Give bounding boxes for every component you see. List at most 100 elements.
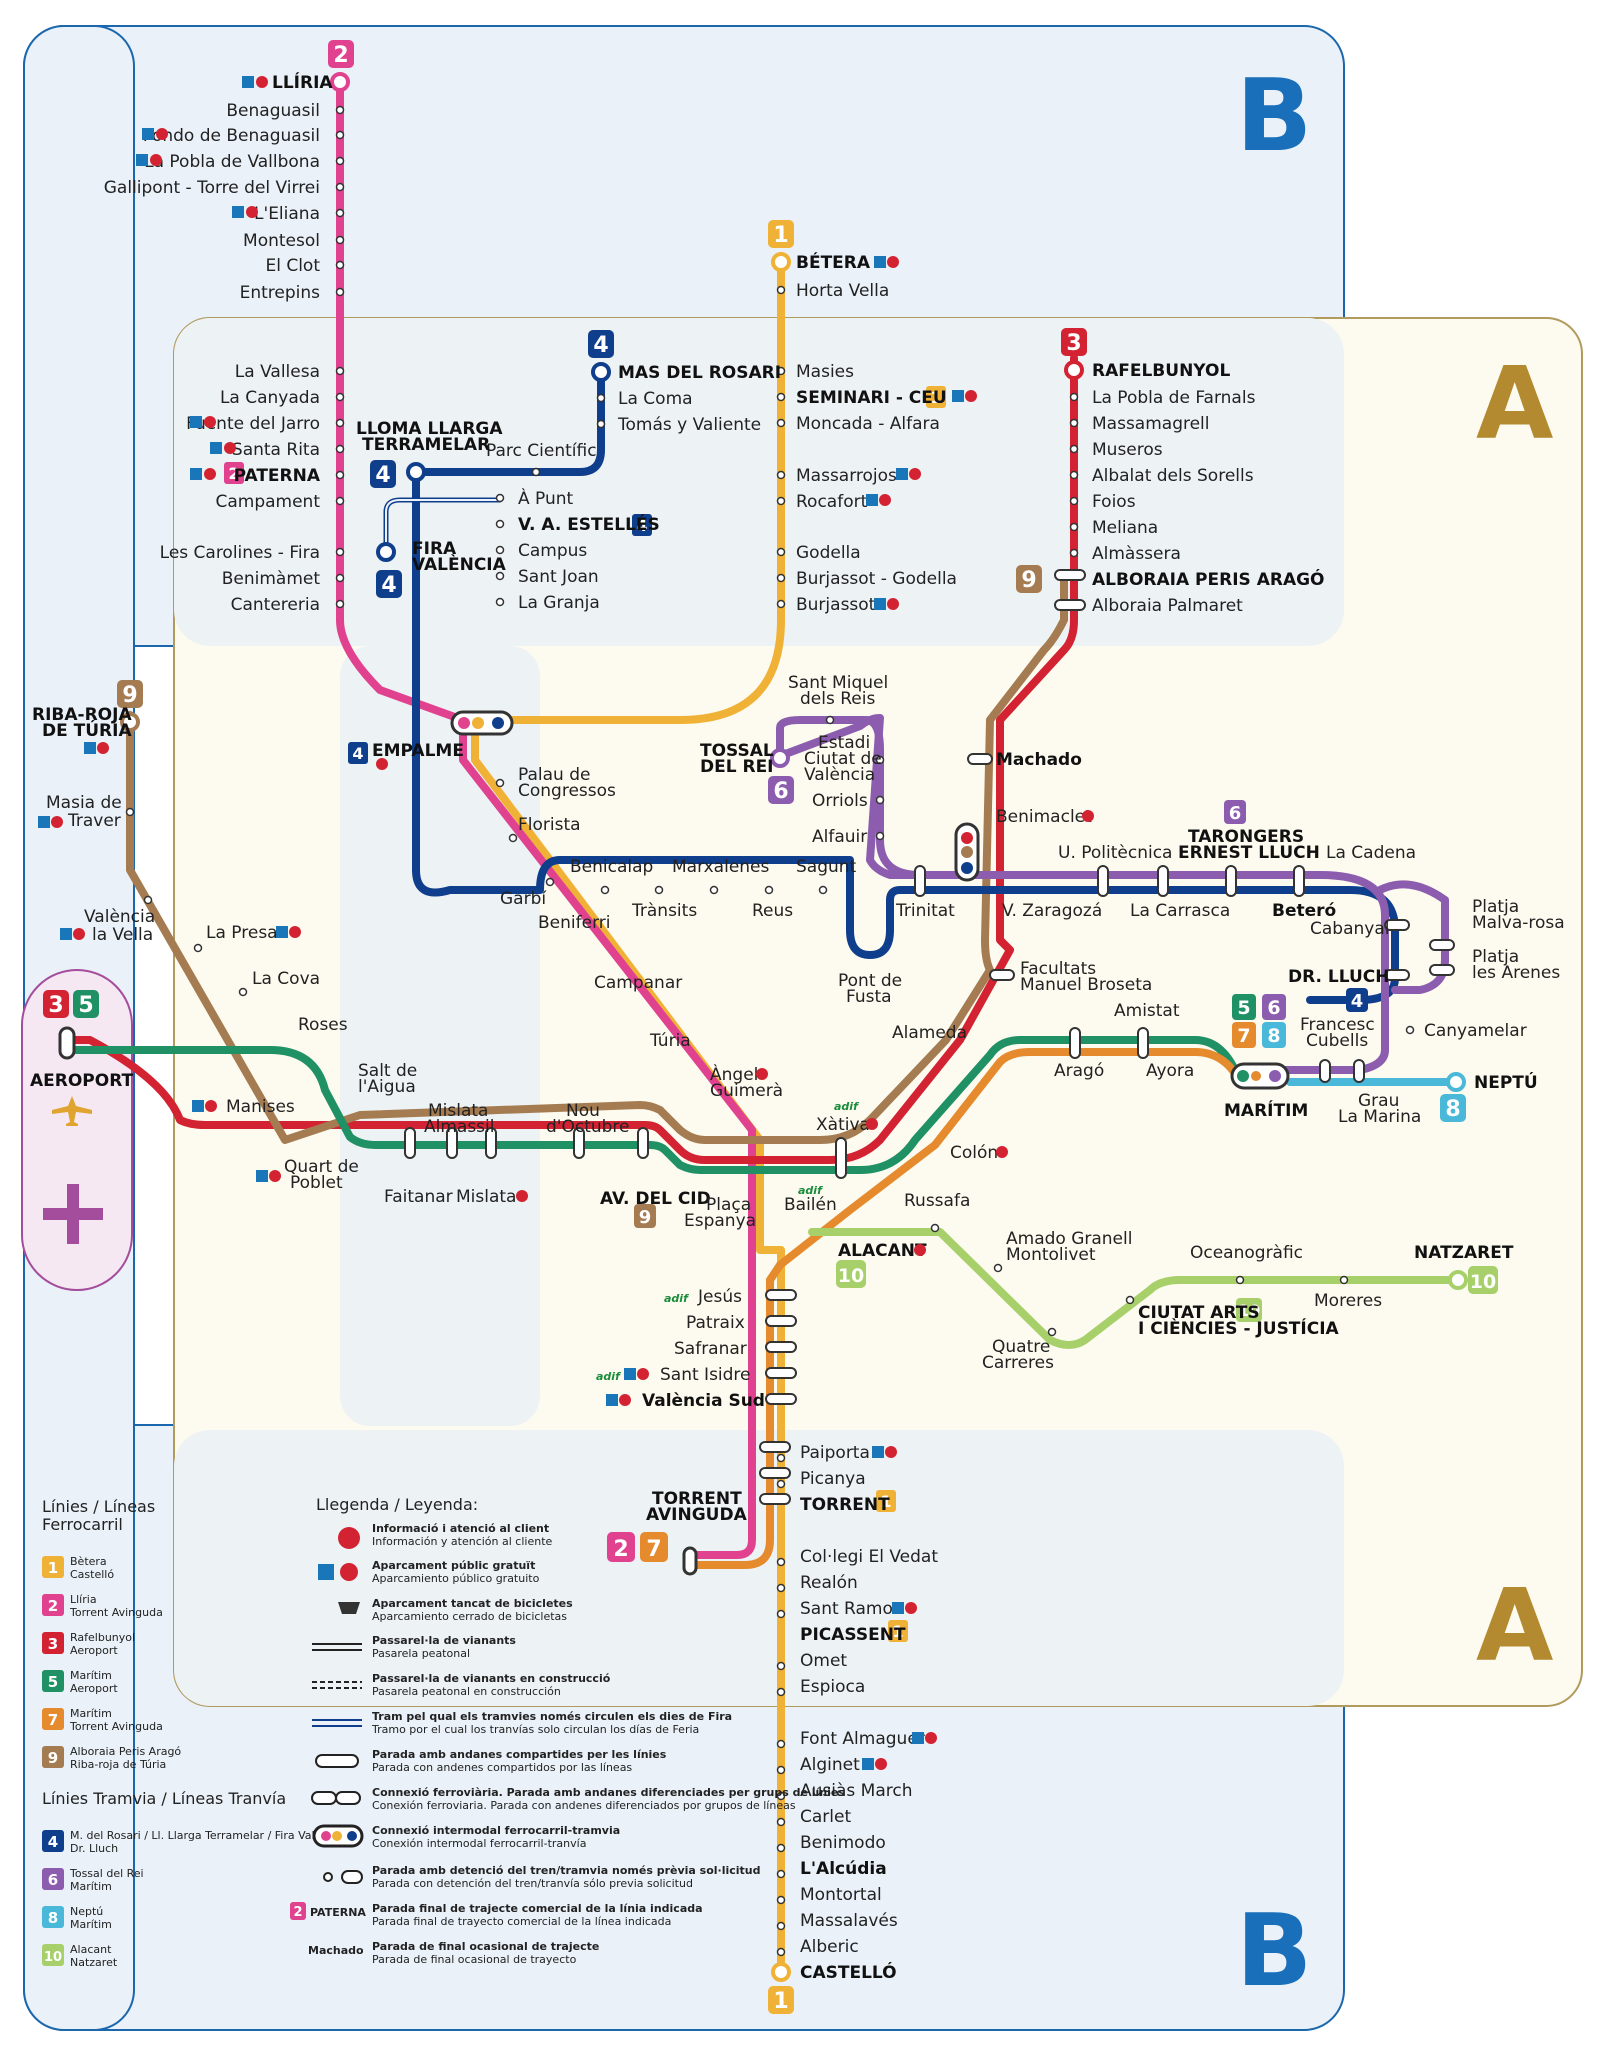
station-natzaret[interactable]: NATZARET	[1414, 1243, 1514, 1263]
station-masia-1[interactable]: Masia de	[46, 793, 122, 813]
station-alboraia-palmaret[interactable]: Alboraia Palmaret	[1092, 596, 1243, 616]
station-quart-1[interactable]: Quart de	[284, 1157, 359, 1177]
station-sant-isidre[interactable]: Sant Isidre	[660, 1365, 751, 1385]
station-gallipont[interactable]: Gallipont - Torre del Virrei	[104, 178, 320, 198]
station-eliana[interactable]: L'Eliana	[254, 204, 320, 224]
station-campus[interactable]: Campus	[518, 541, 587, 561]
station-estadi-3[interactable]: València	[804, 765, 875, 785]
station-mislata-alm-1[interactable]: Mislata	[428, 1101, 488, 1121]
station-meliana[interactable]: Meliana	[1092, 518, 1158, 538]
station-reus[interactable]: Reus	[752, 901, 793, 921]
station-sagunt[interactable]: Sagunt	[796, 857, 857, 877]
station-carolines[interactable]: Les Carolines - Fira	[160, 543, 320, 563]
station-rafelbunyol[interactable]: RAFELBUNYOL	[1092, 361, 1230, 381]
station-valencia-vella-2[interactable]: la Vella	[92, 925, 153, 945]
station-nou-2[interactable]: d'Octubre	[546, 1117, 630, 1137]
station-maritim[interactable]: MARÍTIM	[1224, 1099, 1308, 1121]
station-omet[interactable]: Omet	[800, 1651, 847, 1671]
station-benimaclet[interactable]: Benimaclet	[996, 807, 1092, 827]
station-amado-1[interactable]: Amado Granell	[1006, 1229, 1132, 1249]
station-palau-2[interactable]: Congressos	[518, 781, 616, 801]
station-parc-cientific[interactable]: Parc Científic	[486, 441, 597, 461]
station-masies[interactable]: Masies	[796, 362, 854, 382]
station-torrent-av-2[interactable]: AVINGUDA	[646, 1505, 748, 1525]
station-russafa[interactable]: Russafa	[904, 1191, 970, 1211]
station-mislata-alm-2[interactable]: Almassil	[424, 1117, 495, 1137]
station-malvarosa-2[interactable]: Malva-rosa	[1472, 913, 1565, 933]
station-torrent-av-1[interactable]: TORRENT	[652, 1489, 742, 1509]
station-colon[interactable]: Colón	[950, 1143, 998, 1163]
station-turia[interactable]: Túria	[649, 1031, 691, 1051]
station-entrepins[interactable]: Entrepins	[240, 283, 321, 303]
station-realon[interactable]: Realón	[800, 1573, 858, 1593]
station-quatre-2[interactable]: Carreres	[982, 1353, 1054, 1373]
station-alboraia-peris[interactable]: ALBORAIA PERIS ARAGÓ	[1092, 568, 1325, 590]
station-espioca[interactable]: Espioca	[800, 1677, 865, 1697]
station-avcid[interactable]: AV. DEL CID	[600, 1189, 711, 1209]
station-sant-ramon[interactable]: Sant Ramon	[800, 1599, 904, 1619]
station-bailen[interactable]: Bailén	[784, 1195, 837, 1215]
station-alginet[interactable]: Alginet	[800, 1755, 860, 1775]
station-carlet[interactable]: Carlet	[800, 1807, 851, 1827]
station-godella[interactable]: Godella	[796, 543, 861, 563]
station-placa-1[interactable]: Plaça	[706, 1195, 751, 1215]
station-lacoma[interactable]: La Coma	[618, 389, 693, 409]
station-neptu[interactable]: NEPTÚ	[1474, 1071, 1538, 1093]
station-machado[interactable]: Machado	[996, 750, 1082, 770]
station-sant-miquel-1[interactable]: Sant Miquel	[788, 673, 888, 693]
station-fira-2[interactable]: VALÈNCIA	[412, 553, 507, 575]
station-alfauir[interactable]: Alfauir	[812, 827, 867, 847]
station-nou-1[interactable]: Nou	[566, 1101, 600, 1121]
station-sant-joan[interactable]: Sant Joan	[518, 567, 599, 587]
station-benaguasil[interactable]: Benaguasil	[226, 101, 320, 121]
station-masia-2[interactable]: Traver	[67, 811, 121, 831]
station-orriols[interactable]: Orriols	[812, 791, 868, 811]
station-betero[interactable]: Beteró	[1272, 901, 1336, 921]
station-burjassot-godella[interactable]: Burjassot - Godella	[796, 569, 957, 589]
station-horta-vella[interactable]: Horta Vella	[796, 281, 889, 301]
station-canyada[interactable]: La Canyada	[220, 388, 320, 408]
station-elclot[interactable]: El Clot	[265, 256, 320, 276]
station-museros[interactable]: Museros	[1092, 440, 1163, 460]
station-patraix[interactable]: Patraix	[686, 1313, 745, 1333]
station-arenes-2[interactable]: les Arenes	[1472, 963, 1560, 983]
station-tossal-1[interactable]: TOSSAL	[700, 741, 774, 761]
station-valencia-vella-1[interactable]: València	[84, 907, 155, 927]
station-ausias[interactable]: Ausiàs March	[800, 1781, 912, 1801]
station-va-estelles[interactable]: V. A. ESTELLÉS	[518, 513, 660, 535]
station-beniferri[interactable]: Beniferri	[538, 913, 610, 933]
station-tarongers-2[interactable]: ERNEST LLUCH	[1178, 843, 1320, 863]
station-ciutat-1[interactable]: CIUTAT ARTS	[1138, 1303, 1260, 1323]
station-pont-1[interactable]: Pont de	[838, 971, 902, 991]
station-facultats-1[interactable]: Facultats	[1020, 959, 1096, 979]
station-palau-1[interactable]: Palau de	[518, 765, 590, 785]
station-garbi[interactable]: Garbí	[500, 889, 547, 909]
station-vzaragoza[interactable]: V. Zaragozá	[1002, 901, 1102, 921]
station-pobla-vallbona[interactable]: La Pobla de Vallbona	[144, 152, 320, 172]
station-lloma-1[interactable]: LLOMA LLARGA	[356, 419, 503, 439]
station-estadi-2[interactable]: Ciutat de	[804, 749, 882, 769]
station-pont-2[interactable]: Fusta	[846, 987, 892, 1007]
station-grau-1[interactable]: Grau	[1358, 1091, 1399, 1111]
station-picassent[interactable]: PICASSENT	[800, 1625, 906, 1645]
station-salt-2[interactable]: l'Aigua	[358, 1077, 416, 1097]
station-tomas[interactable]: Tomás y Valiente	[617, 415, 761, 435]
station-lliria[interactable]: LLÍRIA	[272, 71, 333, 93]
station-tossal-2[interactable]: DEL REI	[700, 757, 774, 777]
station-picanya[interactable]: Picanya	[800, 1469, 866, 1489]
station-arenes-1[interactable]: Platja	[1472, 947, 1519, 967]
station-alacant[interactable]: ALACANT	[838, 1241, 927, 1261]
station-estadi-1[interactable]: Estadi	[818, 733, 870, 753]
station-almassera[interactable]: Almàssera	[1092, 544, 1181, 564]
station-cantereria[interactable]: Cantereria	[231, 595, 320, 615]
station-castello[interactable]: CASTELLÓ	[800, 1961, 897, 1983]
station-francesc-2[interactable]: Cubells	[1306, 1031, 1368, 1051]
station-alcudia[interactable]: L'Alcúdia	[800, 1859, 887, 1879]
station-xativa[interactable]: Xàtiva	[816, 1115, 870, 1135]
station-valencia-sud[interactable]: València Sud	[642, 1391, 765, 1411]
station-fira-1[interactable]: FIRA	[412, 539, 457, 559]
station-moncada[interactable]: Moncada - Alfara	[796, 414, 940, 434]
station-ciutat-2[interactable]: I CIÈNCIES - JUSTÍCIA	[1138, 1317, 1340, 1339]
station-lacarrasca[interactable]: La Carrasca	[1130, 901, 1230, 921]
station-alberic[interactable]: Alberic	[800, 1937, 859, 1957]
